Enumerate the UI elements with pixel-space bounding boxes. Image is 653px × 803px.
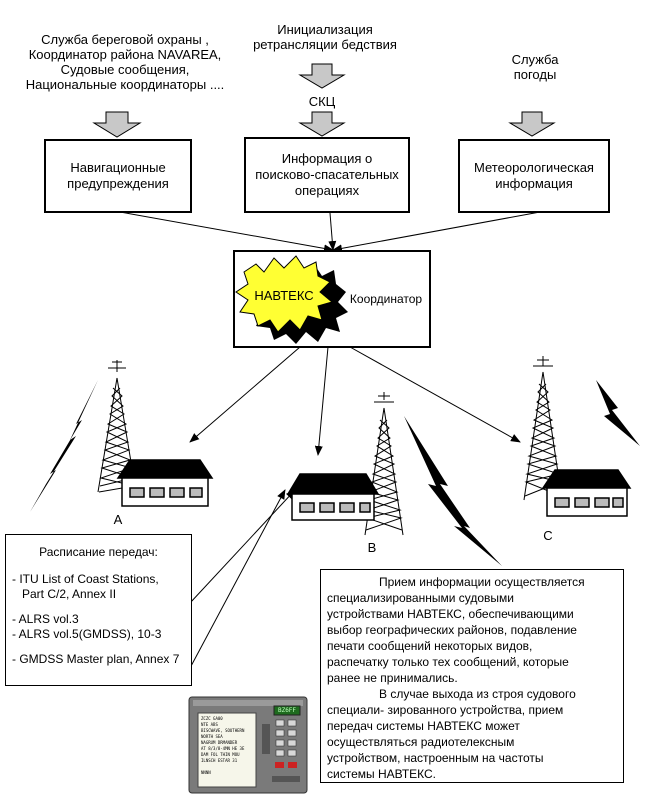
house-b xyxy=(286,473,380,521)
lightning-left xyxy=(30,380,98,512)
schedule-line: - ITU List of Coast Stations, xyxy=(12,572,159,586)
line-coord-a xyxy=(189,346,301,443)
line-schedule-b xyxy=(189,489,296,604)
lightning-middle xyxy=(404,416,502,566)
coordinator-label: Координатор xyxy=(349,292,423,306)
line-coord-c xyxy=(349,346,521,443)
info-line: печати сообщений некоторых видов, xyxy=(327,639,533,653)
info-line: распечатку только тех сообщений, которые xyxy=(327,655,569,669)
info-line: специали- зированного устройства, прием xyxy=(327,703,564,717)
info-line: системы НАВТЕКС. xyxy=(327,767,437,781)
info-line: устройствами НАВТЕКС, обеспечивающими xyxy=(327,607,574,621)
schedule-box: Расписание передач: - ITU List of Coast … xyxy=(5,534,192,686)
gray-arrow-skc-top xyxy=(298,63,346,89)
receiver-printout: ZCZC GA00 NTE ABS BISCWAVE, SOUTHERN NOR… xyxy=(201,716,245,775)
gray-arrow-left xyxy=(92,111,142,138)
star-burst xyxy=(235,255,334,333)
line-coord-b xyxy=(314,346,329,456)
info-line: специализированными судовыми xyxy=(327,591,514,605)
schedule-title: Расписание передач: xyxy=(39,545,158,559)
receiver-display: BZ6FF xyxy=(277,707,297,714)
schedule-line xyxy=(12,642,185,652)
schedule-line: - ALRS vol.3 xyxy=(12,612,79,626)
station-c-label: C xyxy=(543,528,553,543)
info-line: ранее не принимались. xyxy=(327,671,458,685)
line-schedule-b2 xyxy=(181,489,286,684)
schedule-line: Part C/2, Annex II xyxy=(12,587,117,601)
navtex-star-label: НАВТЕКС xyxy=(254,288,314,303)
info-line: передач системы НАВТЕКС может xyxy=(327,719,520,733)
schedule-line xyxy=(12,602,185,612)
info-line: осуществляться радиотелексным xyxy=(327,735,515,749)
station-b-label: B xyxy=(367,540,377,555)
skc-label: СКЦ xyxy=(308,94,336,109)
gray-arrow-middle xyxy=(298,111,346,137)
schedule-line: - GMDSS Master plan, Annex 7 xyxy=(12,652,180,666)
source-middle-text: Инициализация ретрансляции бедствия xyxy=(253,22,397,52)
navtex-receiver xyxy=(188,696,308,794)
house-a xyxy=(116,459,214,507)
line-nav-coord xyxy=(119,211,334,253)
tower-a xyxy=(97,360,137,493)
station-a-label: A xyxy=(113,512,123,527)
info-line: Прием информации осуществляется xyxy=(379,575,585,589)
lightning-right xyxy=(596,380,640,446)
info-box: Прием информации осуществляется специали… xyxy=(320,569,624,783)
line-sar-coord xyxy=(328,212,337,251)
gray-arrow-right xyxy=(508,111,556,137)
source-right-text: Служба погоды xyxy=(511,52,559,82)
house-c xyxy=(541,469,632,517)
info-line: В случае выхода из строя судового xyxy=(379,687,576,701)
info-line: выбор географических районов, подавление xyxy=(327,623,577,637)
info-line: устройством, настроенным на частоты xyxy=(327,751,544,765)
schedule-line: - ALRS vol.5(GMDSS), 10-3 xyxy=(12,627,162,641)
line-met-coord xyxy=(332,211,541,253)
tower-b xyxy=(364,392,404,536)
source-left-text: Служба береговой охраны , Координатор ра… xyxy=(25,32,225,92)
